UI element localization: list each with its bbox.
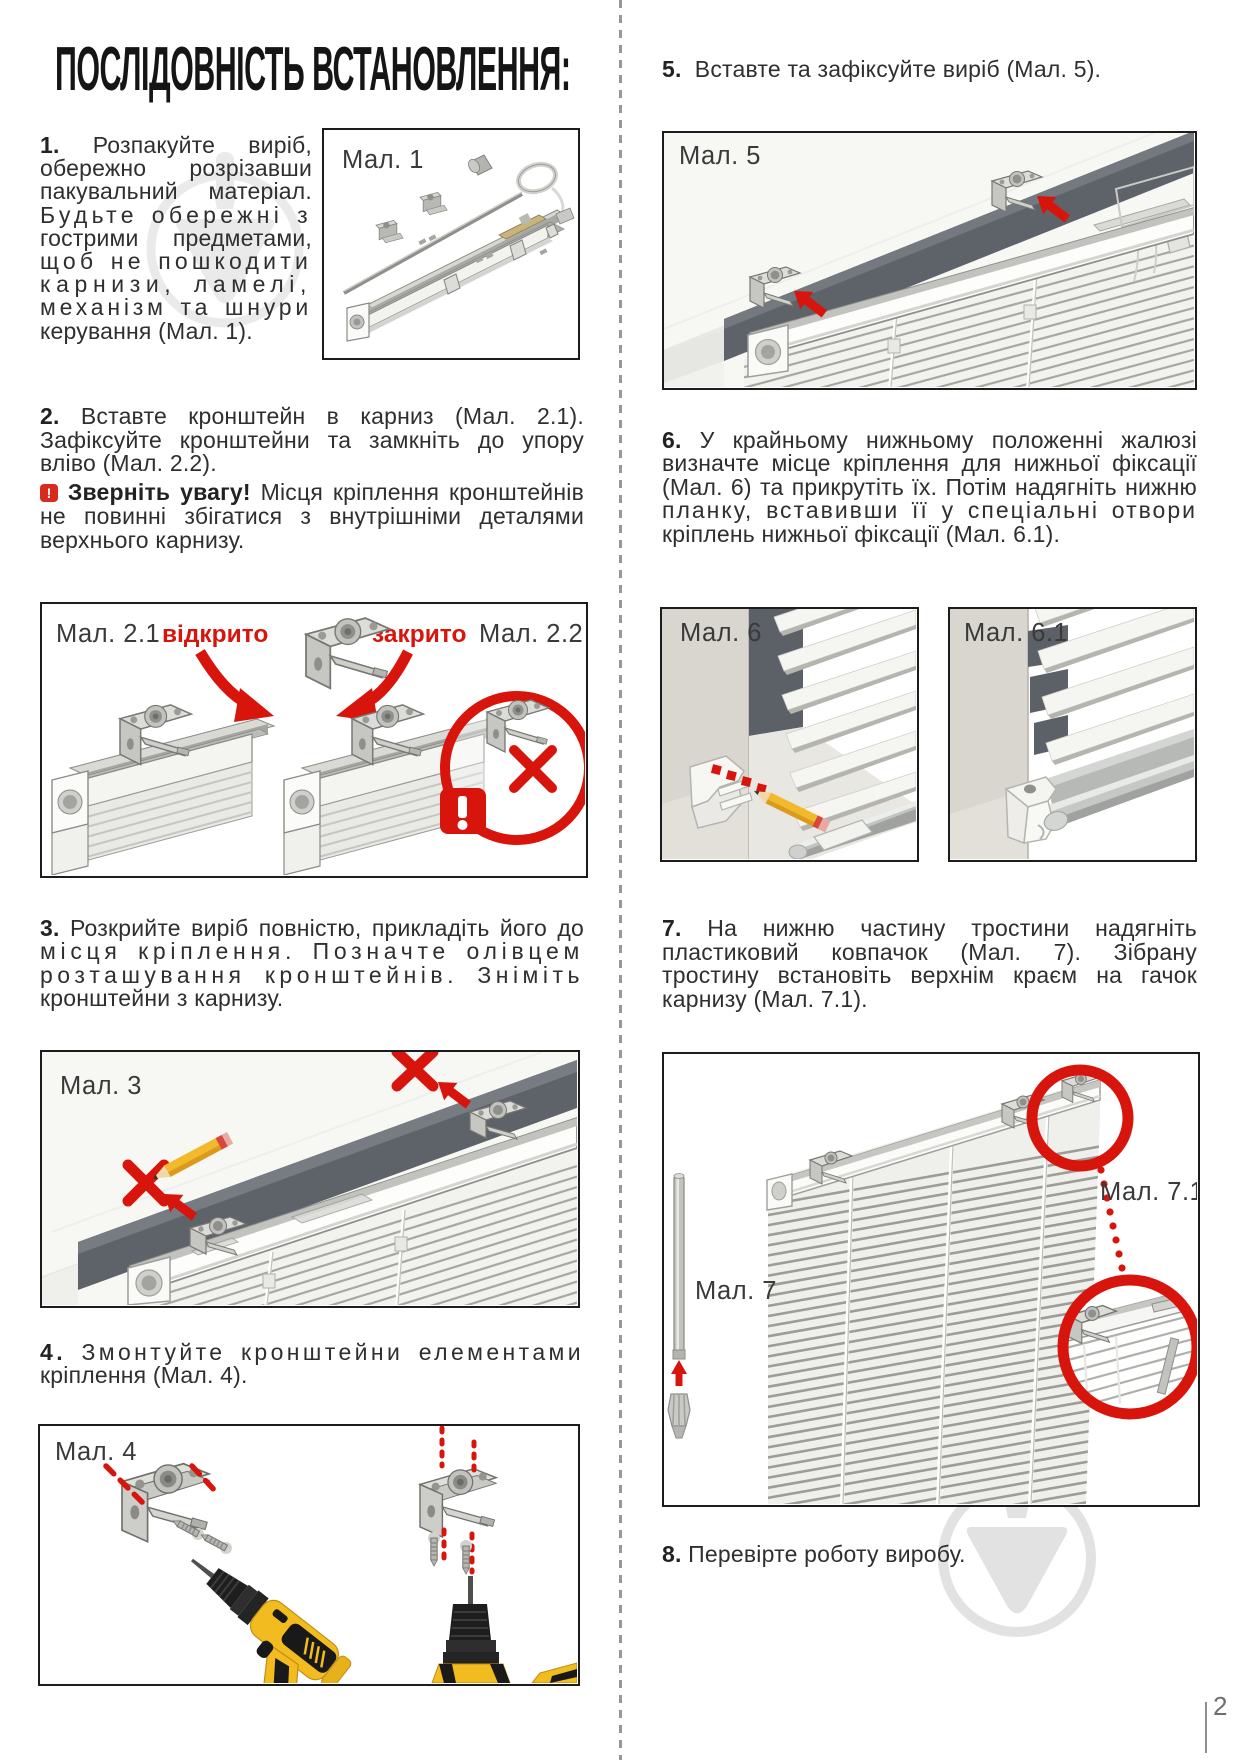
svg-text:Мал. 3: Мал. 3 (60, 1072, 142, 1100)
svg-text:Мал. 7: Мал. 7 (695, 1277, 777, 1305)
svg-text:закрито: закрито (372, 621, 466, 648)
svg-text:Мал. 5: Мал. 5 (679, 142, 761, 170)
svg-text:Мал. 7.1: Мал. 7.1 (1100, 1178, 1197, 1206)
svg-text:відкрито: відкрито (162, 621, 268, 648)
svg-text:Мал. 6: Мал. 6 (680, 619, 762, 647)
svg-text:Мал. 6.1: Мал. 6.1 (964, 619, 1068, 647)
svg-text:Мал. 2.1: Мал. 2.1 (56, 620, 160, 648)
svg-text:Мал. 1: Мал. 1 (342, 146, 424, 174)
svg-text:Мал. 2.2: Мал. 2.2 (479, 620, 583, 648)
svg-text:Мал. 4: Мал. 4 (55, 1438, 137, 1466)
